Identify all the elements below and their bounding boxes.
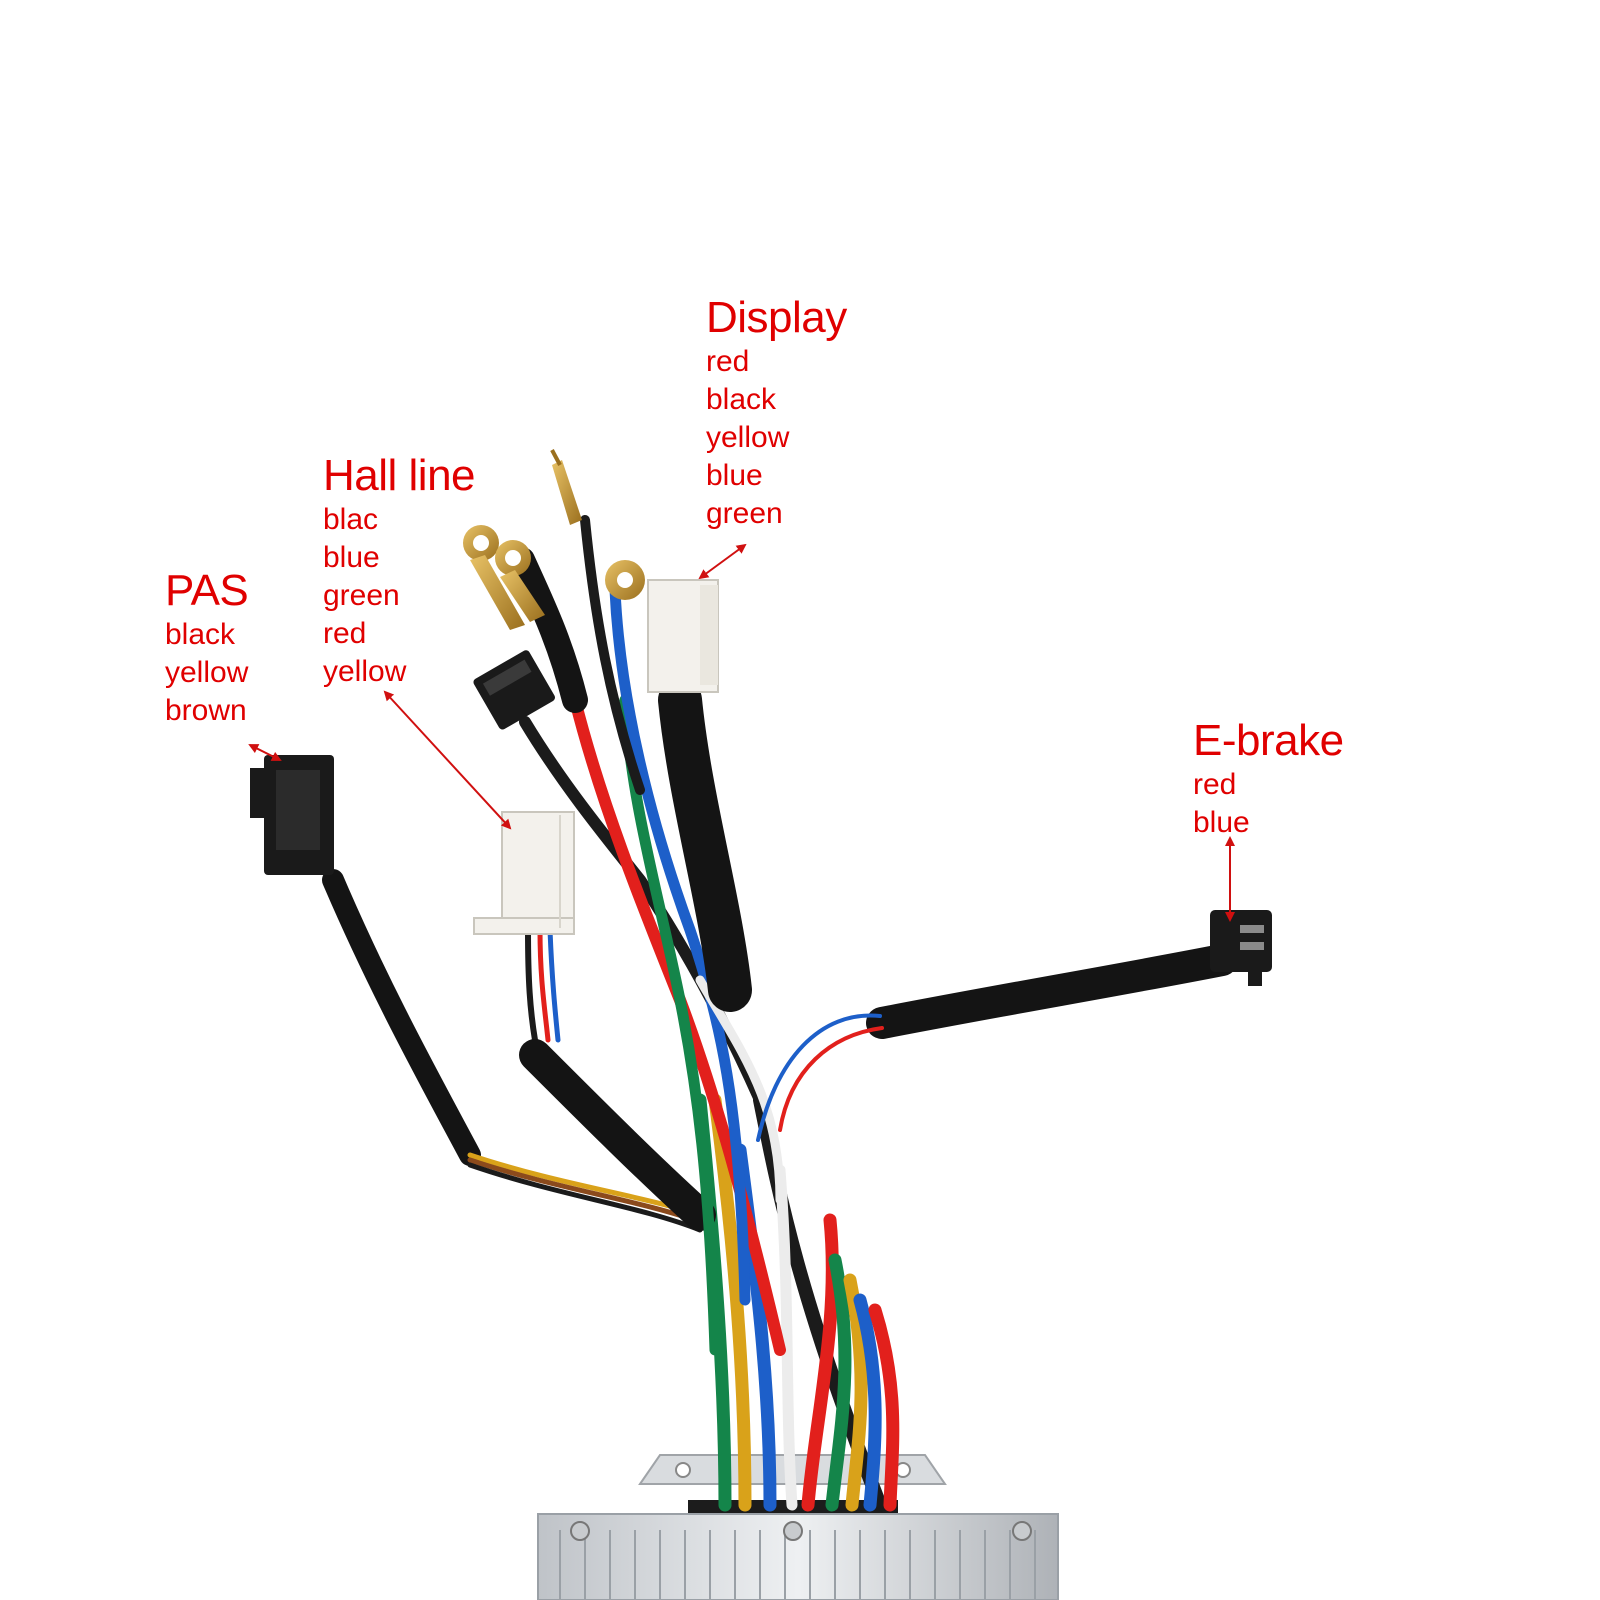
hall-cable — [519, 927, 716, 1231]
hall-wire-2: blue — [323, 541, 380, 574]
pas-wire-3: brown — [165, 694, 247, 727]
ebrake-wire-1: red — [1193, 768, 1237, 801]
controller-body — [537, 1454, 1059, 1600]
hall-wire-1: blac — [323, 503, 379, 536]
display-wire-2: black — [706, 383, 777, 416]
hall-connector — [473, 811, 575, 935]
display-wire-5: green — [706, 497, 783, 530]
ebrake-cable — [756, 944, 1238, 1142]
hall-title: Hall line — [323, 451, 476, 500]
pas-wire-2: yellow — [165, 656, 249, 689]
ebrake-title: E-brake — [1193, 716, 1344, 765]
hall-line-label: Hall line blac blue green red yellow — [323, 451, 476, 691]
pas-wire-1: black — [165, 618, 236, 651]
display-label: Display red black yellow blue green — [706, 293, 847, 533]
display-title: Display — [706, 293, 847, 342]
display-arrow — [698, 543, 747, 580]
ebrake-label: E-brake red blue — [1193, 716, 1344, 842]
blue-wire — [609, 584, 751, 1306]
green-wire — [619, 694, 721, 1356]
display-connector — [647, 579, 719, 693]
small-black-connector — [473, 650, 555, 730]
display-wire-3: yellow — [706, 421, 790, 454]
ebrake-connector — [1210, 910, 1272, 986]
hall-wire-4: red — [323, 617, 367, 650]
hall-wire-3: green — [323, 579, 400, 612]
ring-terminals — [463, 449, 645, 630]
pas-connector — [250, 755, 334, 875]
pas-arrow — [248, 744, 282, 761]
display-sheath — [658, 678, 752, 1012]
pas-label: PAS black yellow brown — [165, 566, 249, 730]
black-wire-top — [580, 515, 645, 795]
hall-arrow — [383, 690, 512, 830]
display-wire-1: red — [706, 345, 750, 378]
annotation-arrows — [248, 543, 1235, 922]
pas-cable — [322, 869, 703, 1233]
hall-wire-5: yellow — [323, 655, 407, 688]
ebrake-wire-2: blue — [1193, 806, 1250, 839]
pas-title: PAS — [165, 566, 249, 615]
display-wire-4: blue — [706, 459, 763, 492]
